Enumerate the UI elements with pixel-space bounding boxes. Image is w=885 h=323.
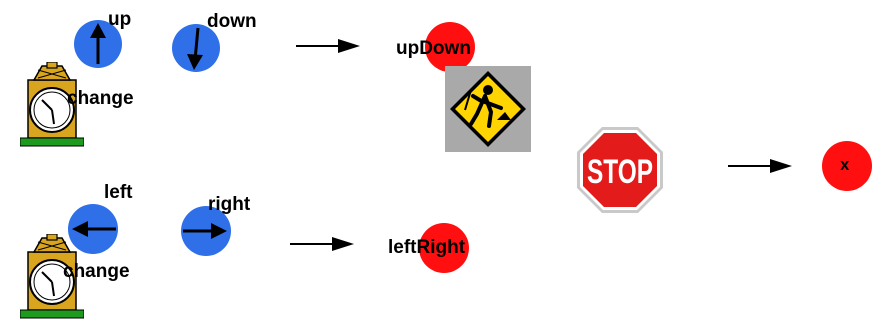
stop-sign-icon: STOP <box>577 127 663 213</box>
arrow-right-icon <box>290 237 354 251</box>
up-node[interactable] <box>74 20 122 68</box>
leftright-node[interactable] <box>419 223 469 273</box>
right-label: right <box>208 194 251 215</box>
arrow-up-icon <box>90 23 106 64</box>
stop-sign-text: STOP <box>587 153 653 191</box>
arrow-left-icon <box>72 221 116 237</box>
right-node[interactable] <box>181 206 231 256</box>
updown-label: upDown <box>396 38 471 59</box>
arrow-right-icon <box>296 39 360 53</box>
arrow-down-icon <box>187 27 203 70</box>
change-top-label: change <box>67 88 134 109</box>
clock-icon <box>20 62 84 147</box>
x-label: x <box>840 155 850 174</box>
left-label: left <box>104 182 133 203</box>
updown-node[interactable] <box>425 22 475 72</box>
construction-worker-icon <box>445 66 531 152</box>
up-label: up <box>108 9 132 30</box>
arrow-right-icon <box>183 223 227 239</box>
change-bottom-label: change <box>63 261 130 282</box>
left-node[interactable] <box>68 204 118 254</box>
x-node[interactable] <box>822 141 872 191</box>
leftright-label: leftRight <box>388 237 466 258</box>
down-node[interactable] <box>172 24 220 72</box>
arrow-right-icon <box>728 159 792 173</box>
down-label: down <box>207 11 257 32</box>
clock-icon <box>20 234 84 319</box>
